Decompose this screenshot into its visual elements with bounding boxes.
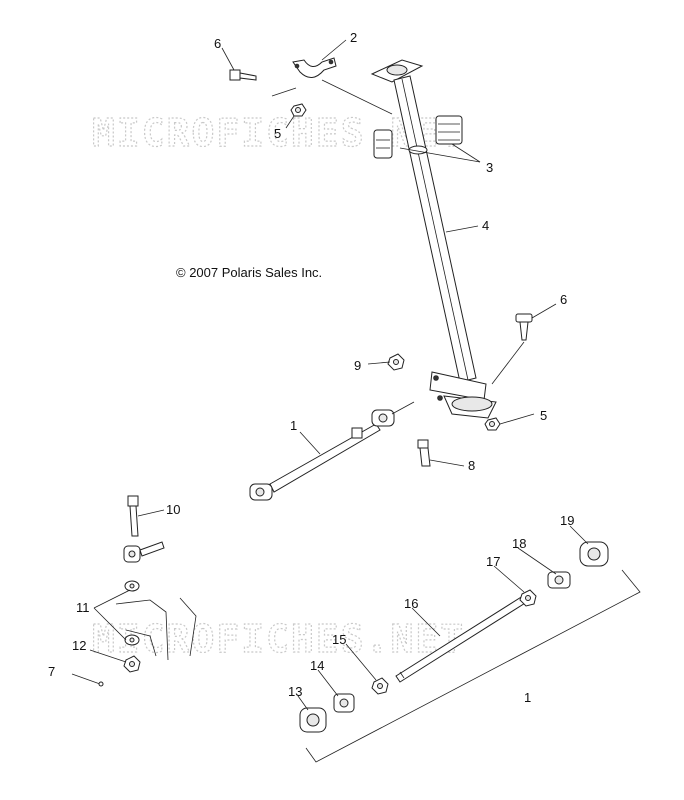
callout-6-top: 6 xyxy=(214,36,221,51)
callout-7: 7 xyxy=(48,664,55,679)
callout-9: 9 xyxy=(354,358,361,373)
callout-14: 14 xyxy=(310,658,324,673)
callout-16: 16 xyxy=(404,596,418,611)
steering-bushings xyxy=(373,115,463,159)
callout-12: 12 xyxy=(72,638,86,653)
callout-11: 11 xyxy=(76,600,90,615)
callout-1-lower: 1 xyxy=(524,690,531,705)
bolt-mid xyxy=(515,313,533,341)
callout-3: 3 xyxy=(486,160,493,175)
callout-4: 4 xyxy=(482,218,489,233)
jam-nut-18 xyxy=(547,571,571,589)
callouts: 2 6 5 3 4 6 9 1 5 8 10 19 18 17 16 11 12… xyxy=(48,30,574,705)
rod-end-19 xyxy=(579,541,609,567)
callout-5-top: 5 xyxy=(274,126,281,141)
leader-lines xyxy=(89,39,589,711)
callout-13: 13 xyxy=(288,684,302,699)
bolt-10 xyxy=(127,495,139,537)
nut-9 xyxy=(387,353,405,371)
pitman-arm xyxy=(115,597,197,661)
bolt-8 xyxy=(417,439,431,467)
bolt-top xyxy=(229,69,257,81)
rod-end-13 xyxy=(299,707,327,733)
assembly-bracket-line xyxy=(305,569,641,763)
callout-8: 8 xyxy=(468,458,475,473)
nut-12 xyxy=(123,655,141,673)
copyright-text: © 2007 Polaris Sales Inc. xyxy=(176,265,322,280)
steering-bracket xyxy=(292,57,337,78)
watermark-bottom: MICROFICHES.NET xyxy=(92,617,465,661)
rod-end-lower-left xyxy=(123,541,165,563)
callout-1-upper: 1 xyxy=(290,418,297,433)
nut-top xyxy=(290,103,307,117)
callout-18: 18 xyxy=(512,536,526,551)
callout-6-mid: 6 xyxy=(560,292,567,307)
callout-10: 10 xyxy=(166,502,180,517)
callout-19: 19 xyxy=(560,513,574,528)
tie-rod-upper xyxy=(249,409,395,501)
nut-17 xyxy=(519,589,537,607)
callout-17: 17 xyxy=(486,554,500,569)
callout-2: 2 xyxy=(350,30,357,45)
nut-lower xyxy=(484,417,501,431)
callout-5-lower: 5 xyxy=(540,408,547,423)
nut-15 xyxy=(371,677,389,695)
callout-15: 15 xyxy=(332,632,346,647)
washer-11a xyxy=(124,580,140,592)
washer-11b xyxy=(124,634,140,646)
cotter-pin-7 xyxy=(71,673,104,687)
jam-nut-14 xyxy=(333,693,355,713)
